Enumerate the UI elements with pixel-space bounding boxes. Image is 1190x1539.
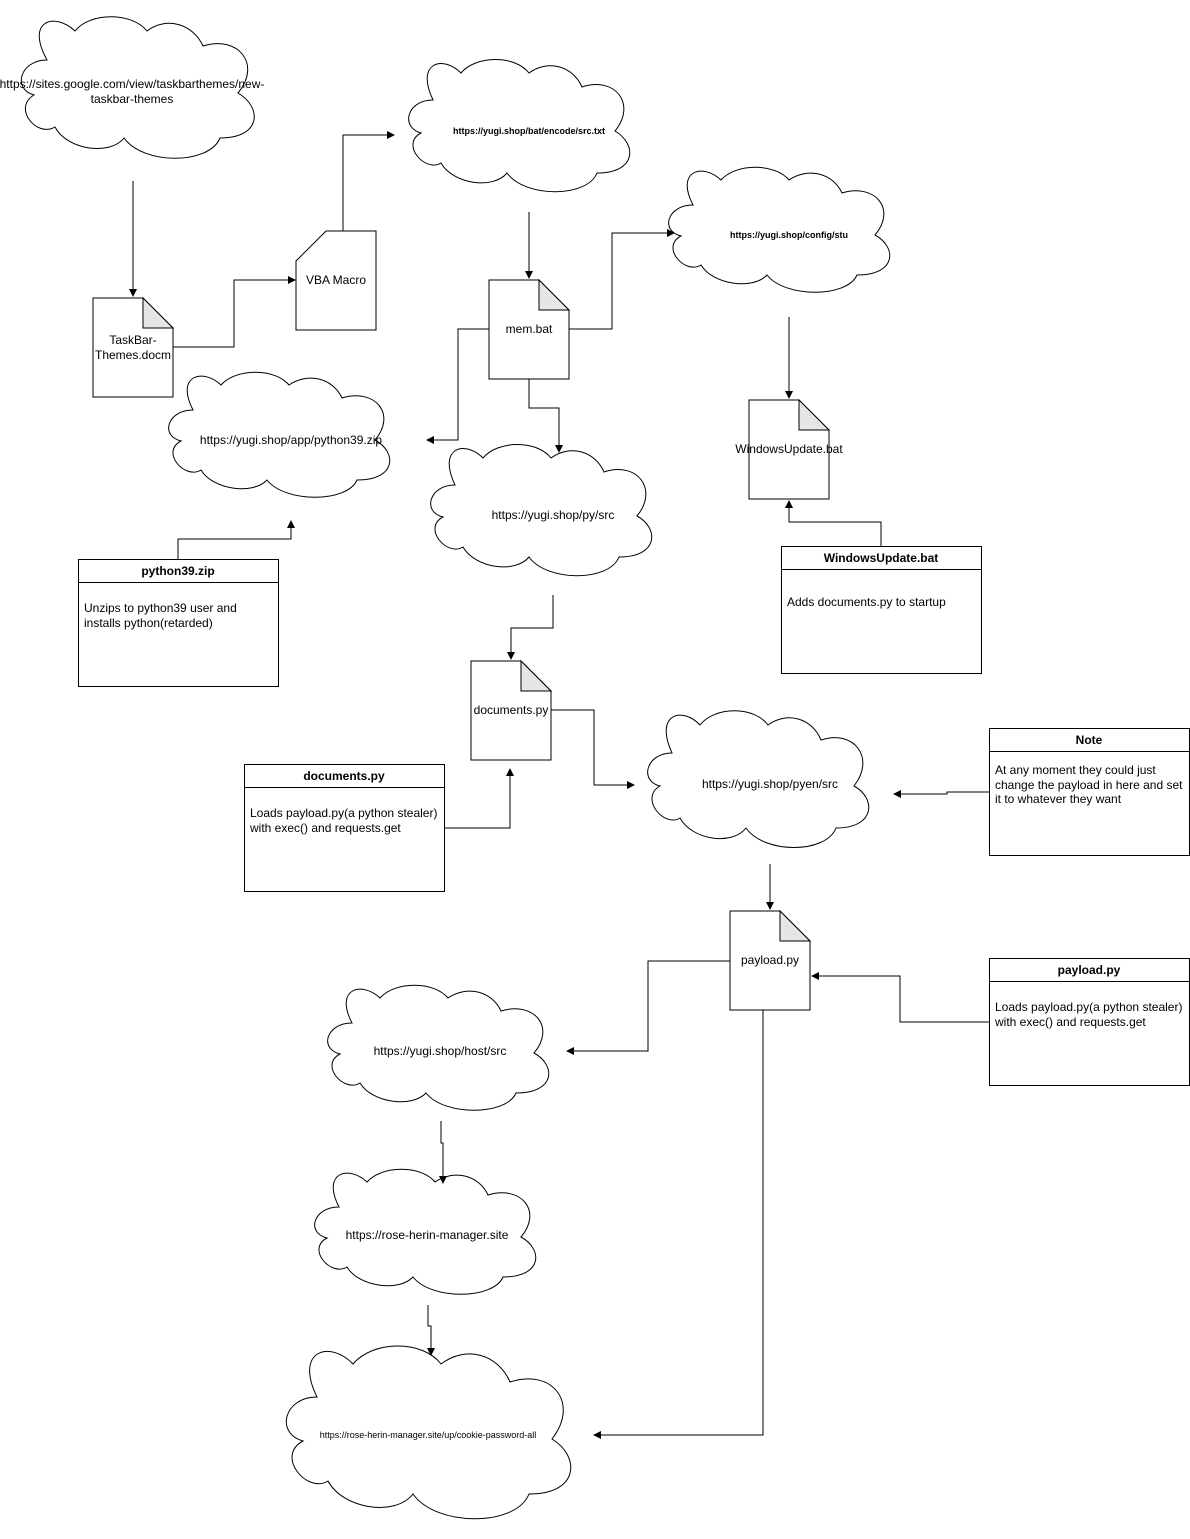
file-label: mem.bat bbox=[506, 322, 553, 336]
note-text: At any moment they could just bbox=[995, 763, 1156, 777]
cloud-label: https://yugi.shop/bat/encode/src.txt bbox=[453, 126, 605, 136]
arrow-host-to-rose-site bbox=[439, 1121, 447, 1184]
note-title: Note bbox=[1076, 733, 1103, 747]
note-text: change the payload in here and set bbox=[995, 778, 1183, 792]
cloud-label: https://yugi.shop/py/src bbox=[492, 508, 615, 522]
cloud-label: https://sites.google.com/view/taskbarthe… bbox=[0, 77, 264, 91]
cloud-rose-site: https://rose-herin-manager.site bbox=[314, 1168, 537, 1295]
note-text: Loads payload.py(a python stealer) bbox=[995, 1000, 1182, 1014]
file-vba-macro: VBA Macro bbox=[295, 230, 377, 331]
file-documents-py: documents.py bbox=[470, 659, 553, 761]
arrow-documents-note-to-file bbox=[444, 768, 514, 829]
cloud-host-src: https://yugi.shop/host/src bbox=[327, 984, 550, 1111]
cloud-bat-encode: https://yugi.shop/bat/encode/src.txt bbox=[408, 59, 631, 193]
note-text: with exec() and requests.get bbox=[994, 1015, 1146, 1029]
cloud-label: https://yugi.shop/host/src bbox=[374, 1044, 507, 1058]
file-label: payload.py bbox=[741, 953, 799, 967]
arrow-config-to-windowsupdate bbox=[785, 317, 793, 399]
file-label: Themes.docm bbox=[95, 348, 171, 362]
arrow-payload-note-to-file bbox=[811, 972, 989, 1023]
arrow-mem-to-python39-cloud bbox=[426, 328, 489, 444]
arrow-py-src-to-documents bbox=[507, 595, 554, 660]
note-documents-py: documents.py Loads payload.py(a python s… bbox=[244, 764, 445, 892]
arrow-mem-to-py-src bbox=[528, 379, 563, 453]
note-windows-update-bat: WindowsUpdate.bat Adds documents.py to s… bbox=[781, 546, 982, 674]
note-text: it to whatever they want bbox=[995, 792, 1122, 806]
note-general: Note At any moment they could just chang… bbox=[989, 728, 1190, 856]
note-title: payload.py bbox=[1058, 963, 1121, 977]
arrow-payload-to-upload bbox=[593, 1010, 764, 1439]
file-taskbar-themes-docm: TaskBar- Themes.docm bbox=[92, 296, 175, 398]
cloud-config-stu: https://yugi.shop/config/stu bbox=[668, 166, 891, 293]
arrow-pyen-to-payload bbox=[766, 864, 774, 910]
file-payload-py: payload.py bbox=[729, 909, 812, 1011]
cloud-sites-google: https://sites.google.com/view/taskbarthe… bbox=[0, 16, 264, 159]
cloud-pyen-src: https://yugi.shop/pyen/src bbox=[647, 710, 870, 848]
arrow-rose-site-to-upload bbox=[427, 1305, 435, 1356]
note-text: installs python(retarded) bbox=[84, 616, 213, 630]
cloud-rose-upload: https://rose-herin-manager.site/up/cooki… bbox=[285, 1345, 572, 1520]
note-payload-py: payload.py Loads payload.py(a python ste… bbox=[989, 958, 1190, 1086]
note-title: WindowsUpdate.bat bbox=[824, 551, 939, 565]
note-text: Adds documents.py to startup bbox=[787, 595, 946, 609]
cloud-label: https://rose-herin-manager.site/up/cooki… bbox=[320, 1430, 537, 1440]
file-label: TaskBar- bbox=[109, 333, 156, 347]
note-text: Unzips to python39 user and bbox=[84, 601, 237, 615]
cloud-label: taskbar-themes bbox=[91, 92, 174, 106]
cloud-label: https://yugi.shop/app/python39.zip bbox=[200, 433, 382, 447]
note-text: with exec() and requests.get bbox=[249, 821, 401, 835]
file-label: WindowsUpdate.bat bbox=[735, 442, 843, 456]
cloud-py-src: https://yugi.shop/py/src bbox=[430, 444, 653, 577]
note-python39-zip: python39.zip Unzips to python39 user and… bbox=[78, 559, 279, 687]
note-title: documents.py bbox=[303, 769, 385, 783]
cloud-label: https://yugi.shop/config/stu bbox=[730, 230, 848, 240]
arrow-payload-to-host bbox=[566, 960, 730, 1055]
arrow-windowsupdate-note-to-file bbox=[785, 500, 882, 546]
arrow-mem-to-config bbox=[569, 229, 675, 330]
arrow-note-to-pyen bbox=[893, 790, 989, 798]
note-text: Loads payload.py(a python stealer) bbox=[250, 806, 437, 820]
file-label: documents.py bbox=[474, 703, 549, 717]
file-label: VBA Macro bbox=[306, 273, 366, 287]
arrow-bat-encode-to-mem bbox=[525, 212, 533, 279]
arrow-python39-note-to-cloud bbox=[177, 520, 295, 559]
cloud-label: https://rose-herin-manager.site bbox=[346, 1228, 509, 1242]
arrow-documents-to-pyen bbox=[551, 709, 635, 789]
arrow-vba-to-bat-encode bbox=[342, 131, 395, 231]
cloud-app-python39: https://yugi.shop/app/python39.zip bbox=[168, 371, 391, 498]
note-title: python39.zip bbox=[141, 564, 214, 578]
cloud-label: https://yugi.shop/pyen/src bbox=[702, 777, 838, 791]
file-mem-bat: mem.bat bbox=[488, 278, 571, 380]
arrow-docm-to-vba bbox=[173, 276, 296, 348]
file-windows-update-bat: WindowsUpdate.bat bbox=[735, 398, 843, 500]
arrow-sites-to-docm bbox=[129, 181, 137, 297]
